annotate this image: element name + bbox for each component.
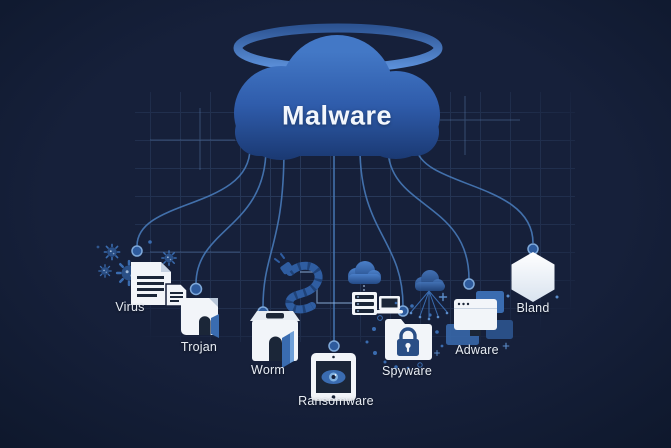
node-label-virus: Virus — [115, 300, 145, 314]
center-node-label: Malware — [281, 100, 393, 131]
node-label-adware: Adware — [455, 343, 499, 357]
node-label-bland: Bland — [516, 301, 550, 315]
node-label-spyware: Spyware — [381, 364, 433, 378]
node-label-ransomware: Ransomware — [298, 394, 374, 408]
node-label-worm: Worm — [251, 363, 285, 377]
node-label-trojan: Trojan — [180, 340, 218, 354]
